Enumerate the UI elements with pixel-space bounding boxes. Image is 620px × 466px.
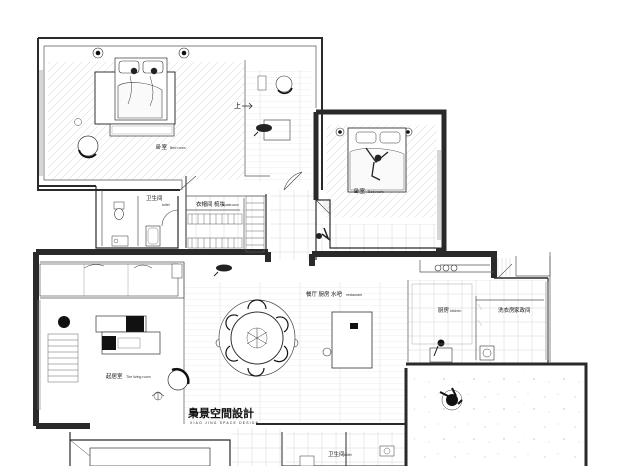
wardrobe-icon xyxy=(187,213,243,249)
partitions xyxy=(40,45,551,424)
island-icon xyxy=(331,311,373,369)
windows xyxy=(37,70,549,410)
coffee-table-icon xyxy=(95,315,161,355)
bathroom-top-label-en: toilet xyxy=(162,203,170,207)
plant-icon xyxy=(316,227,331,241)
laundry-label: 洗衣房 xyxy=(498,306,515,314)
rug-icon xyxy=(213,264,232,277)
closet-label: 衣帽间 梳妆 xyxy=(196,200,226,208)
bathroom-bottom-label-en: toilet xyxy=(344,453,352,457)
toilet-icon-bottom xyxy=(299,445,395,466)
vanity-stool-icon xyxy=(253,124,272,137)
tv-cabinet-icon xyxy=(39,263,183,297)
bathroom-bottom-label: 卫生间 xyxy=(328,450,345,458)
chair-icon xyxy=(58,316,190,401)
wall-hatch xyxy=(323,200,511,276)
dining-table-icon xyxy=(218,299,296,377)
master-bedroom-label-en: Bed room xyxy=(170,146,186,150)
doors xyxy=(161,171,513,279)
bottom-furniture xyxy=(69,439,211,466)
stair-arrow-icon xyxy=(242,102,253,110)
closet-label-en: cloakroom xyxy=(222,203,239,207)
sink-icon xyxy=(429,339,495,363)
bathtub-icon xyxy=(111,225,161,247)
bathroom-top-label: 卫生间 xyxy=(146,194,163,202)
brand-name: 梟景空間設計 xyxy=(187,406,254,420)
lamp-icon xyxy=(92,47,413,137)
second-bedroom-label: 卧室 xyxy=(354,187,366,195)
dining-label-en: restaurant xyxy=(346,293,362,297)
brand-logo: 梟景空間設計 XIAO JING SPACE DESIGN xyxy=(187,406,259,425)
second-bed xyxy=(347,127,407,193)
living-room-label-en: The living room xyxy=(126,375,151,379)
cabinet-lines xyxy=(411,283,483,345)
family-room-label: 家政间 xyxy=(514,306,531,314)
terrace-chair-icon xyxy=(439,387,463,411)
stair-up-label: 上 xyxy=(234,101,241,110)
stove-icon xyxy=(434,264,458,272)
stairs xyxy=(47,195,265,383)
brand-subtitle: XIAO JING SPACE DESIGN xyxy=(190,421,259,425)
second-bedroom-label-en: Bed room xyxy=(368,190,384,194)
armchair-icon xyxy=(74,75,293,159)
master-bedroom-label: 卧室 xyxy=(156,143,168,151)
toilet-icon xyxy=(113,201,125,220)
kitchen-label-en: kitchen xyxy=(450,309,461,313)
dining-label: 餐厅 厨房 水吧 xyxy=(306,290,343,298)
walls xyxy=(33,37,588,466)
master-bed xyxy=(94,57,176,137)
kitchen-label: 厨房 xyxy=(438,306,450,314)
living-room-label: 起居室 xyxy=(106,372,123,380)
